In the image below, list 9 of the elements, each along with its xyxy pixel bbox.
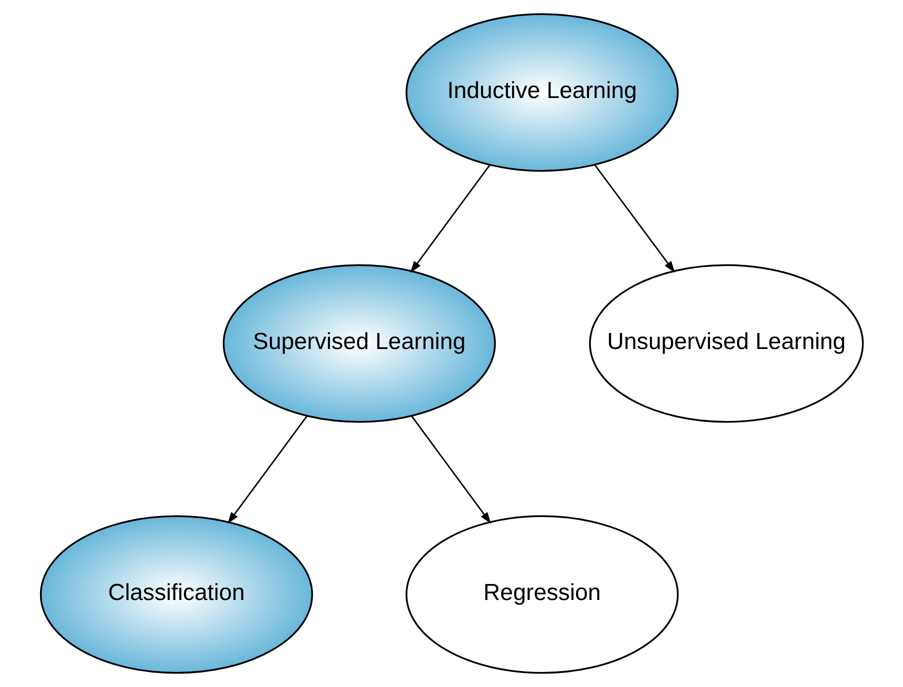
node-ellipse: Classification [39, 515, 313, 674]
node-ellipse: Supervised Learning [222, 264, 496, 423]
arrow [227, 416, 307, 524]
arrow [594, 164, 674, 273]
node-ellipse: Inductive Learning [405, 13, 678, 172]
arrow [410, 164, 490, 273]
arrow [410, 416, 491, 524]
node-ellipse: Unsupervised Learning [588, 264, 864, 423]
node-ellipse: Regression [405, 515, 678, 674]
